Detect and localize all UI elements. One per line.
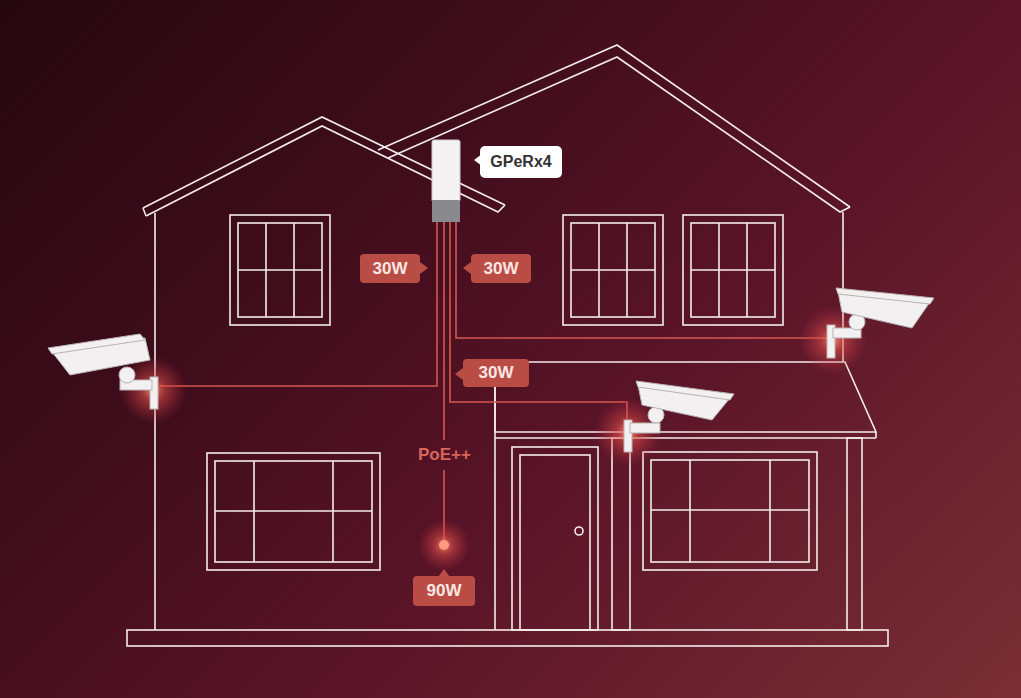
power-tag: 30W bbox=[463, 359, 529, 387]
callout-pointer bbox=[420, 262, 428, 274]
camera-left bbox=[48, 334, 158, 409]
power-tag: 30W bbox=[360, 254, 420, 283]
gperx4-device bbox=[432, 140, 482, 222]
protocol-label: PoE++ bbox=[418, 445, 471, 465]
power-tag: 30W bbox=[471, 254, 531, 283]
node-text: GPeRx4 bbox=[490, 153, 551, 171]
power-tag: 90W bbox=[413, 576, 475, 606]
source-dot bbox=[439, 540, 449, 550]
callout-pointer bbox=[455, 368, 463, 380]
source-glow bbox=[418, 519, 470, 571]
device-callout: GPeRx4 bbox=[480, 146, 562, 178]
node-text: 90W bbox=[427, 581, 462, 601]
camera-right bbox=[827, 288, 934, 358]
node-text: 30W bbox=[373, 259, 408, 279]
poe-wires bbox=[160, 222, 830, 540]
camera-front bbox=[624, 381, 734, 452]
callout-pointer bbox=[463, 262, 471, 274]
node-text: 30W bbox=[479, 363, 514, 383]
house-outline bbox=[127, 45, 888, 646]
camera-glow bbox=[799, 306, 867, 374]
camera-glow bbox=[119, 356, 187, 424]
node-text: 30W bbox=[484, 259, 519, 279]
